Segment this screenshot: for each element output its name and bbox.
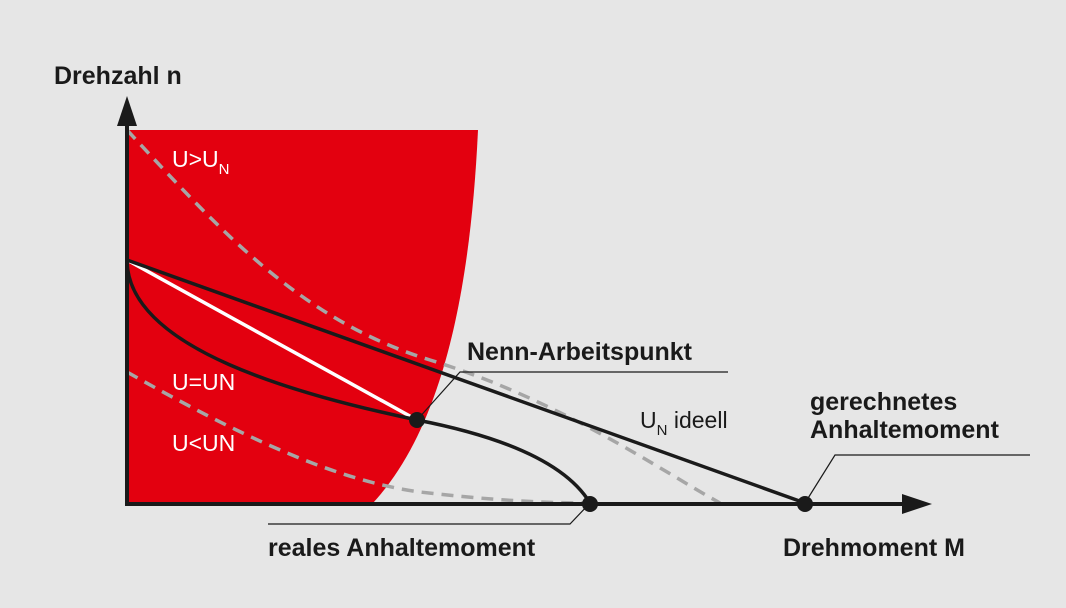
dashed-curve-u-greater xyxy=(127,128,721,505)
label-nominal-point: Nenn-Arbeitspunkt xyxy=(467,338,693,366)
label-calculated-stall-2: Anhaltemoment xyxy=(810,416,1000,444)
curve-real xyxy=(125,261,592,504)
leader-calculated-stall xyxy=(804,454,1030,504)
dashed-curve-u-less xyxy=(127,370,591,505)
x-axis-label: Drehmoment M xyxy=(783,534,965,562)
real-stall-point xyxy=(582,496,598,512)
leader-nominal-point xyxy=(416,371,728,421)
y-axis-arrow xyxy=(117,96,137,126)
label-u-greater: U>UN xyxy=(172,146,230,178)
ideal-line-white xyxy=(126,258,418,422)
leader-real-stall xyxy=(268,502,591,525)
label-u-less: U<UN xyxy=(172,430,235,456)
label-un-ideal: UN ideell xyxy=(640,407,728,439)
label-u-equal: U=UN xyxy=(172,369,235,395)
calculated-stall-point xyxy=(797,496,813,512)
curve-ideal xyxy=(126,258,806,505)
label-real-stall: reales Anhaltemoment xyxy=(268,534,536,562)
x-axis-arrow xyxy=(902,494,932,514)
label-calculated-stall-1: gerechnetes xyxy=(810,388,957,416)
nominal-operating-point xyxy=(409,412,425,428)
y-axis-label: Drehzahl n xyxy=(54,62,182,90)
